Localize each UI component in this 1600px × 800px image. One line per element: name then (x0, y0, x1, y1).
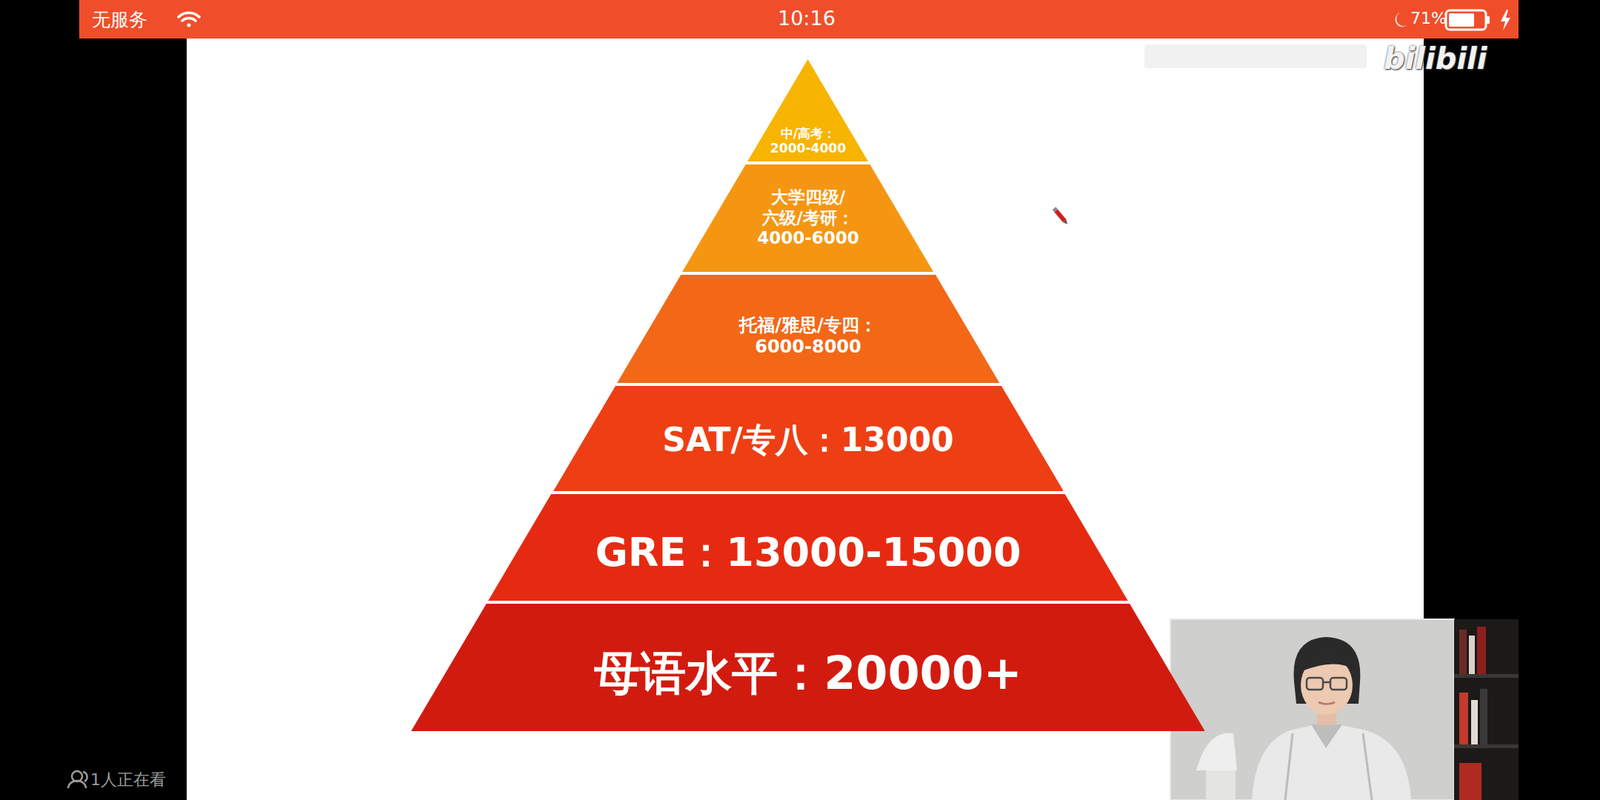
status-text: 1人正在看 (90, 768, 166, 792)
band-fill (617, 274, 1000, 383)
watermark-strokes (1144, 44, 1367, 69)
status-text: 10:16 (777, 6, 836, 30)
pyramid-band: 中/高考： 2000-4000 (747, 59, 869, 162)
battery-icon (1445, 10, 1490, 30)
pyramid-band: 大学四级/ 六级/考研： 4000-6000 (682, 164, 934, 272)
band-fill (682, 164, 934, 272)
status-bar (79, 0, 1519, 39)
label-holder: 1人正在看 (90, 768, 166, 792)
pyramid-band: 母语水平：20000+ (411, 603, 1206, 732)
wifi-icon (178, 12, 200, 27)
pyramid-band: GRE：13000-15000 (488, 494, 1129, 601)
status-text: 无服务 (91, 7, 148, 32)
band-fill (411, 603, 1206, 732)
band-fill (747, 59, 869, 162)
band-fill (488, 494, 1129, 601)
status-text: 71% (1410, 8, 1447, 28)
band-fill (553, 385, 1064, 492)
pyramid-band: SAT/专八：13000 (553, 385, 1064, 492)
charging-icon (1500, 9, 1511, 31)
band-label: 母语水平：20000+ (411, 645, 1206, 701)
label-holder: bilibili (1383, 41, 1488, 76)
pen-cursor (1052, 206, 1070, 226)
band-label: GRE：13000-15000 (488, 528, 1129, 578)
viewer-icon (68, 771, 88, 789)
band-label: 托福/雅思/专四： 6000-8000 (617, 314, 1000, 358)
label-holder: 71% (1410, 8, 1447, 28)
band-label: 大学四级/ 六级/考研： 4000-6000 (682, 187, 934, 249)
moon-icon (1395, 12, 1408, 27)
band-label: SAT/专八：13000 (553, 420, 1064, 460)
label-holder: 无服务 (91, 7, 148, 32)
watermark: bilibili (1383, 41, 1488, 76)
band-label: 中/高考： 2000-4000 (747, 125, 869, 157)
pyramid-band: 托福/雅思/专四： 6000-8000 (617, 274, 1000, 383)
label-holder: 10:16 (777, 6, 836, 30)
webcam-inset (1170, 619, 1455, 800)
bookshelf (1454, 619, 1519, 800)
